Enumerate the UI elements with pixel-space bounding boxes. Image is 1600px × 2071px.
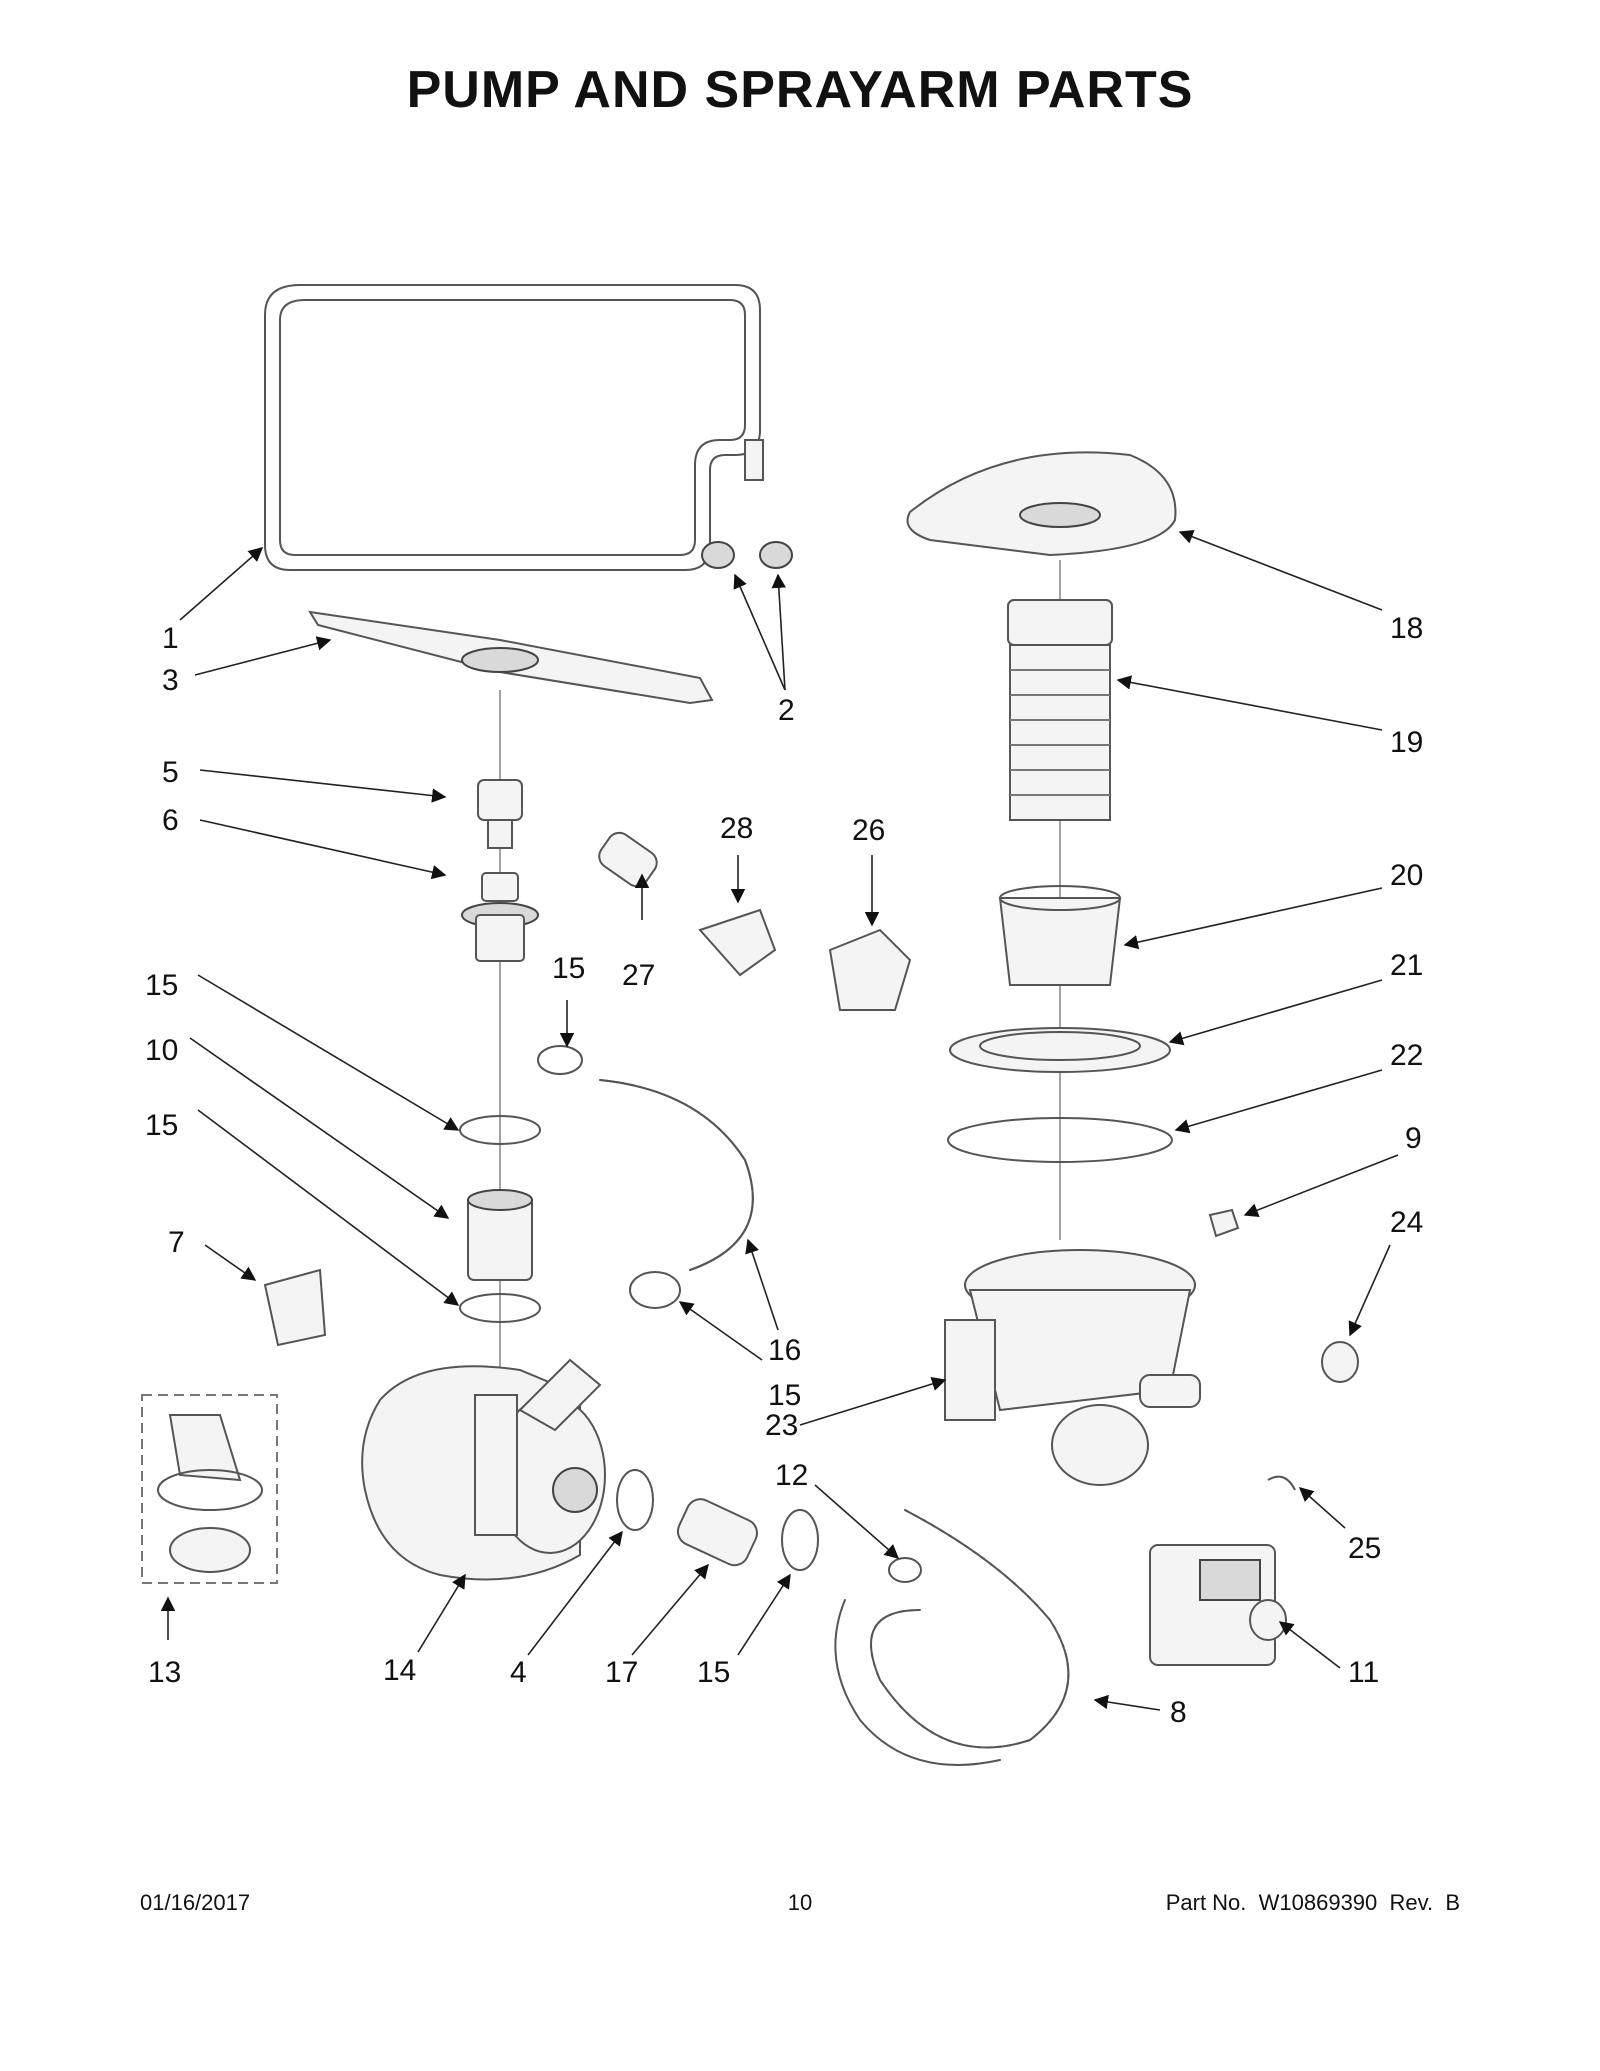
callout-21: 21 [1390,949,1423,982]
sprayarm-mount-part[interactable] [477,779,523,821]
callout-17: 17 [605,1656,638,1689]
callout-2: 2 [778,694,795,727]
seal-kit-bracket[interactable] [168,1414,242,1482]
drain-hose-part[interactable] [870,1509,1070,1749]
manifold-part[interactable] [481,872,519,902]
diverter-part[interactable] [828,928,912,1011]
footer-page-number: 10 [787,1890,813,1915]
callout-9: 9 [1405,1122,1422,1155]
sensor-clip-part[interactable] [1208,1208,1240,1238]
fine-filter-part[interactable] [998,897,1122,986]
filter-housing-ring-part[interactable] [949,1027,1171,1073]
tub-gasket-part[interactable] [264,284,761,571]
callout-28: 28 [720,812,753,845]
callout-1: 1 [162,622,179,655]
filter-cap [1007,599,1113,646]
callout-16: 16 [768,1334,801,1367]
callout-22: 22 [1390,1039,1423,1072]
filter-housing-ring-inner [979,1031,1141,1061]
callout-19: 19 [1390,726,1423,759]
filter-ribs [1010,669,1110,796]
fine-filter-top [999,885,1121,911]
coupling-hose-part[interactable] [673,1495,761,1570]
filter-assembly-part[interactable] [1009,644,1111,821]
footer-part-number: Part No. W10869390 Rev. B [1165,1890,1460,1915]
callout-23: 23 [765,1409,798,1442]
sprayarm-hub [461,647,539,673]
cap-part-left[interactable] [701,541,735,569]
callout-24: 24 [1390,1206,1423,1239]
callout-6: 6 [162,804,179,837]
seal-kit-cap[interactable] [169,1527,251,1573]
o-ring-part[interactable] [947,1117,1173,1163]
manifold-body [475,914,525,962]
callout-15-bottom: 15 [697,1656,730,1689]
callout-14: 14 [383,1654,416,1687]
gasket-end-fitting [744,439,764,481]
callout-15-mid: 15 [768,1379,801,1412]
callout-15-left-bottom: 15 [145,1109,178,1142]
coupler-top [467,1189,533,1211]
leader-lines [160,529,1399,1711]
connector-part[interactable] [595,828,662,891]
hose-clamp-part-top[interactable] [537,1045,583,1075]
hose-clamp-part-drain[interactable] [781,1509,819,1571]
callout-10: 10 [145,1034,178,1067]
callout-26: 26 [852,814,885,847]
callout-3: 3 [162,664,179,697]
drain-pump-port [1249,1599,1287,1641]
footer-date: 01/16/2017 [140,1890,251,1915]
callout-5: 5 [162,756,179,789]
callout-25: 25 [1348,1532,1381,1565]
tub-gasket-inner [279,299,746,556]
drain-hose-tail [834,1599,1001,1766]
callout-4: 4 [510,1656,527,1689]
drain-clamp-part[interactable] [888,1557,922,1583]
sump-port [1139,1374,1201,1408]
valve-part[interactable] [698,908,777,977]
pump-inlet-tube [474,1394,518,1536]
callout-12: 12 [775,1459,808,1492]
callout-20: 20 [1390,859,1423,892]
plug-cap-part[interactable] [1321,1341,1359,1383]
page-title: PUMP AND SPRAYARM PARTS [406,61,1194,119]
sprayarm-mount-stem [487,819,513,849]
bracket-part[interactable] [263,1268,327,1347]
callout-18: 18 [1390,612,1423,645]
pump-clamp-part[interactable] [616,1469,654,1531]
callout-15-left-top: 15 [145,969,178,1002]
callout-8: 8 [1170,1696,1187,1729]
hose-clamp-part-lower[interactable] [459,1293,541,1323]
callout-11: 11 [1348,1656,1379,1689]
callout-7: 7 [168,1226,185,1259]
spring-clip-part[interactable] [1267,1475,1296,1491]
seal-kit-box [141,1394,278,1584]
pump-outlet [518,1358,602,1432]
sump-side-box [944,1319,996,1421]
callout-15-top: 15 [552,952,585,985]
cap-part-right[interactable] [759,541,793,569]
drain-pump-connector [1199,1559,1261,1601]
circulation-hose-part[interactable] [599,1079,754,1271]
callout-labels: 1 3 2 5 6 15 10 15 7 13 14 4 17 15 15 16… [145,612,1423,1729]
circulation-hose-outline [599,1079,754,1271]
sump-outlet [1051,1404,1149,1486]
drain-hose-outline [870,1509,1070,1749]
callout-13: 13 [148,1656,181,1689]
pump-port [552,1467,598,1513]
seal-kit-ring[interactable] [157,1469,263,1511]
hose-clamp-part-mid[interactable] [629,1271,681,1309]
filter-cover-hole [1019,502,1101,528]
callout-27: 27 [622,959,655,992]
hose-clamp-part-upper[interactable] [459,1115,541,1145]
